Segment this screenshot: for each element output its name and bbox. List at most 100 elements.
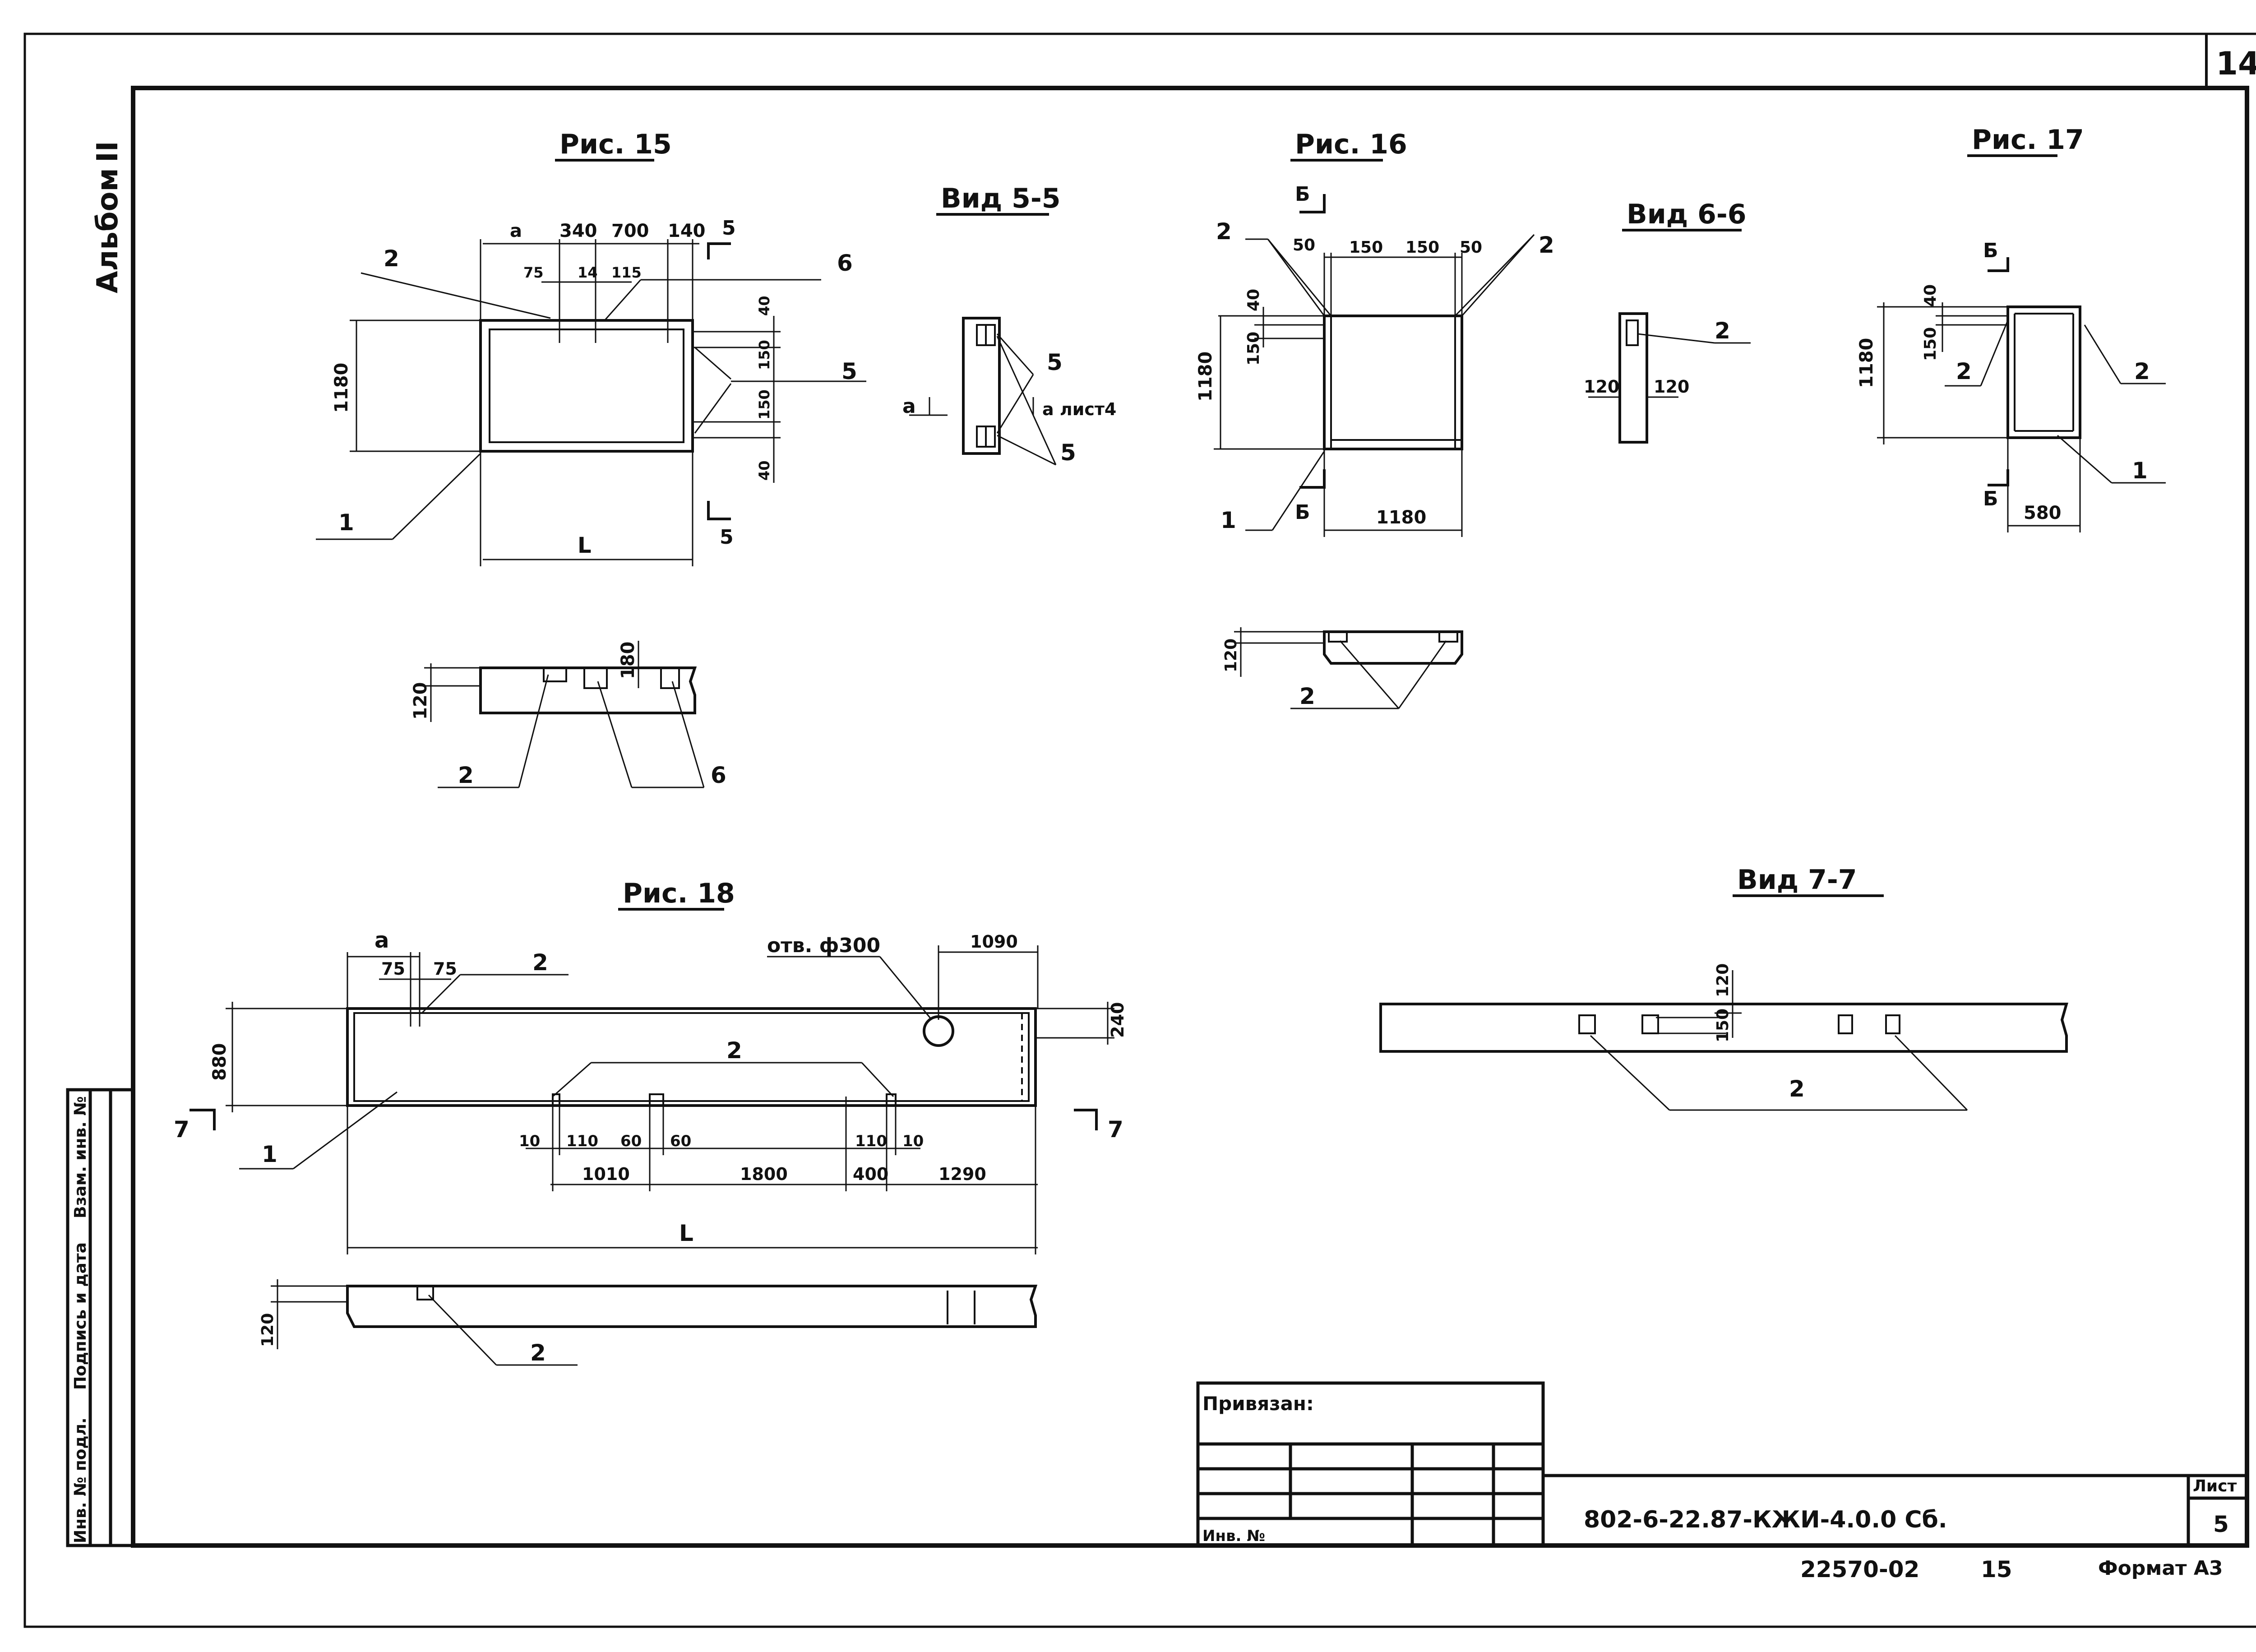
fig15-dim-115: 115 <box>611 264 642 281</box>
album-numeral: II <box>91 141 125 162</box>
fig17-label-2b: 2 <box>2134 358 2150 384</box>
title-fig15: Рис. 15 <box>559 129 672 160</box>
fig15-dim-length: L <box>578 533 592 558</box>
fig15-label-2b: 2 <box>458 762 474 788</box>
fig16-dim-150a: 150 <box>1349 238 1383 257</box>
fig18-hole-label: отв. ф300 <box>767 934 880 957</box>
fig17-section-bottom: Б <box>1983 487 1998 510</box>
stamp-col-2: Подпись и дата <box>71 1242 90 1390</box>
fig16-plan <box>1214 194 1535 537</box>
fig17-section-top: Б <box>1983 239 1998 262</box>
fig18-dim-1010: 1010 <box>582 1164 630 1184</box>
document-code: 802-6-22.87-КЖИ-4.0.0 Сб. <box>1584 1506 1947 1533</box>
inv-label: Инв. № <box>1202 1527 1265 1545</box>
fig16-dim-50a: 50 <box>1293 236 1315 255</box>
fig18-dim-length: L <box>679 1220 693 1246</box>
fig18-dim-75a: 75 <box>381 959 405 979</box>
fig18-dim-110b: 110 <box>855 1132 887 1150</box>
fig18-dim-110a: 110 <box>566 1132 598 1150</box>
fig16-dim-text: 50 150 150 50 40 150 1180 1180 Б Б 2 2 1 <box>1195 183 1554 533</box>
fig17-label-2a: 2 <box>1956 358 1972 384</box>
fig15-dim-thickness: 120 <box>410 682 431 720</box>
fig18-dim-10b: 10 <box>902 1132 924 1150</box>
fig18-dim-a: a <box>374 928 389 953</box>
fig16-dim-150c: 150 <box>1244 332 1263 366</box>
fig18-dim-1800: 1800 <box>740 1164 788 1184</box>
fig17-dim-width: 580 <box>2024 503 2062 523</box>
fig18-dim-1290: 1290 <box>938 1164 986 1184</box>
fig15-section-text: 120 180 2 6 <box>410 642 726 789</box>
footer: 22570-02 15 Формат А3 <box>1800 1556 2223 1583</box>
sheet-value: 5 <box>2213 1511 2229 1537</box>
view66-label-2: 2 <box>1715 318 1730 344</box>
fig18-plan <box>190 945 1114 1254</box>
fig16-dim-150b: 150 <box>1405 238 1439 257</box>
view66-text: 120 120 2 <box>1584 318 1730 397</box>
fig15-label-1: 1 <box>338 509 354 536</box>
fig18-dim-thickness: 120 <box>259 1313 277 1347</box>
fig16-label-2c: 2 <box>1299 683 1315 709</box>
view77-dim-120: 120 <box>1714 963 1732 997</box>
fig18-dim-height: 880 <box>209 1043 230 1081</box>
fig15-dim-700: 700 <box>611 221 649 241</box>
fig18-dim-60a: 60 <box>620 1132 642 1150</box>
view-titles: Рис. 15 Вид 5-5 Рис. 16 Вид 6-6 Рис. 17 … <box>555 124 2084 911</box>
order-number: 22570-02 <box>1800 1556 1919 1583</box>
fig18-dim-1090: 1090 <box>970 932 1018 952</box>
fig15-dim-340: 340 <box>559 221 597 241</box>
fig16-dim-thickness: 120 <box>1222 639 1240 672</box>
fig18-dim-10a: 10 <box>519 1132 540 1150</box>
title-view77: Вид 7-7 <box>1737 864 1857 896</box>
fig16-section-text: 120 2 <box>1222 639 1315 709</box>
fig15-dim-r3: 150 <box>756 389 773 420</box>
fig17-plan <box>1877 257 2166 532</box>
sheet-number: 14 <box>2216 45 2256 82</box>
album-label: Альбом <box>91 168 125 293</box>
fig15-dim-r4: 40 <box>756 460 773 481</box>
fig18-dim-400: 400 <box>853 1164 888 1184</box>
view77-dim-150: 150 <box>1714 1009 1732 1042</box>
fig18-section-view <box>271 1279 1038 1366</box>
fig18-dim-240: 240 <box>1108 1002 1128 1038</box>
fig16-section-bottom: Б <box>1295 501 1310 524</box>
fig18-label-1: 1 <box>262 1141 277 1167</box>
fig15-dim-r1: 40 <box>756 296 773 316</box>
view55-label-5b: 5 <box>1060 440 1076 466</box>
side-label: Альбом II <box>91 141 125 293</box>
fig15-label-6b: 6 <box>711 762 726 788</box>
fig18-dim-75b: 75 <box>433 959 457 979</box>
fig17-dim-40: 40 <box>1921 284 1940 307</box>
fig17-label-1: 1 <box>2132 458 2148 484</box>
fig18-section-right: 7 <box>1108 1116 1123 1143</box>
view55-drawing <box>909 317 1057 466</box>
fig16-dim-height: 1180 <box>1195 352 1216 402</box>
title-view55: Вид 5-5 <box>941 183 1061 214</box>
fig15-dim-height: 1180 <box>331 363 352 413</box>
fig15-dim-140: 140 <box>668 221 706 241</box>
fig15-section-view <box>424 641 705 788</box>
format-label: Формат А3 <box>2098 1557 2223 1580</box>
sheet-frame <box>23 32 2256 1628</box>
page-number: 15 <box>1981 1556 2012 1583</box>
left-stamp <box>66 1088 135 1547</box>
fig16-label-1: 1 <box>1220 507 1236 533</box>
sheet-label: Лист <box>2193 1477 2237 1495</box>
fig15-label-5: 5 <box>841 358 857 384</box>
fig16-dim-50b: 50 <box>1460 238 1482 257</box>
view66-dim-120a: 120 <box>1584 377 1619 397</box>
fig15-dim-a: a <box>510 221 522 241</box>
title-fig16: Рис. 16 <box>1295 129 1407 160</box>
fig18-label-2c: 2 <box>530 1340 546 1366</box>
fig15-plan <box>316 239 866 566</box>
view66-dim-120b: 120 <box>1654 377 1689 397</box>
fig18-section-left: 7 <box>174 1116 190 1143</box>
fig16-dim-40: 40 <box>1244 289 1263 311</box>
fig15-dim-text: a 340 700 140 75 14 115 1180 40 150 150 … <box>331 217 857 558</box>
fig16-section-top: Б <box>1295 183 1310 206</box>
fig15-dim-75: 75 <box>523 264 544 281</box>
fig18-section-text: 120 2 <box>259 1313 546 1366</box>
bound-label: Привязан: <box>1202 1393 1314 1415</box>
fig16-section-view <box>1234 627 1463 709</box>
fig16-label-2a: 2 <box>1216 218 1232 245</box>
